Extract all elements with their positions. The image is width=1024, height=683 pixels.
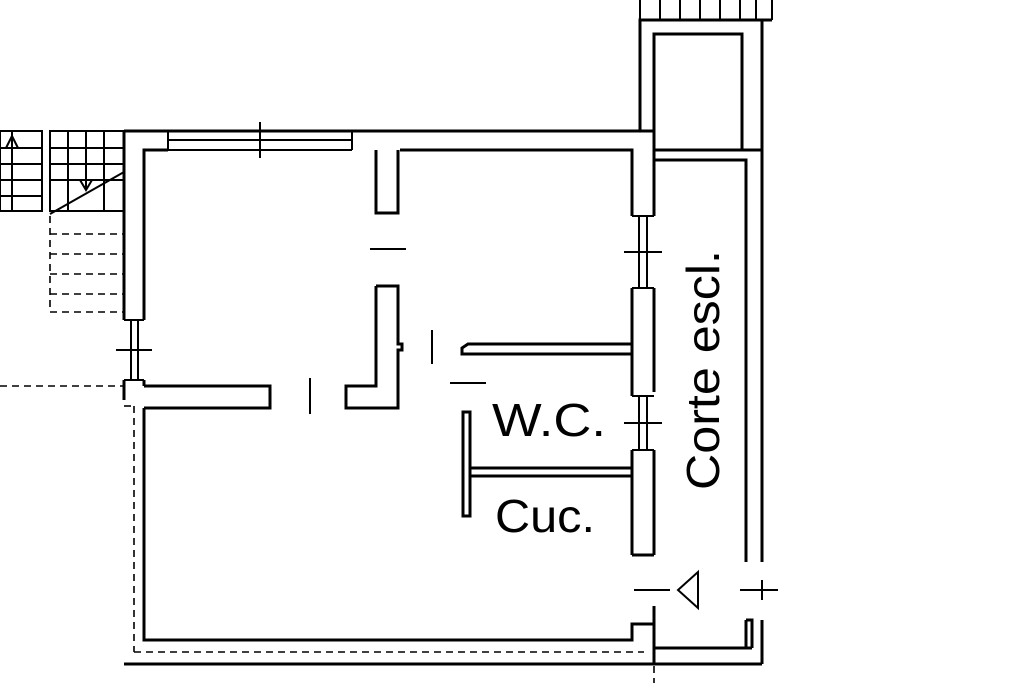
kitchen-label: Cuc. (495, 490, 595, 542)
partition-top-stub (370, 150, 406, 250)
dashed-boundaries (0, 385, 655, 683)
wc-walls (450, 342, 632, 518)
court-walls (638, 0, 773, 666)
entrance-marks (634, 580, 778, 600)
left-divider-wall (144, 384, 272, 410)
right-window-upper (624, 215, 662, 289)
wc-label: W.C. (492, 394, 606, 446)
left-window (116, 319, 152, 381)
outer-walls (122, 129, 656, 666)
central-wall (309, 284, 433, 414)
right-window-wc (624, 395, 662, 451)
court-label: Corte escl. (677, 250, 729, 490)
entrance-arrow-icon (676, 569, 699, 611)
top-window (167, 122, 353, 158)
staircase (0, 130, 125, 313)
